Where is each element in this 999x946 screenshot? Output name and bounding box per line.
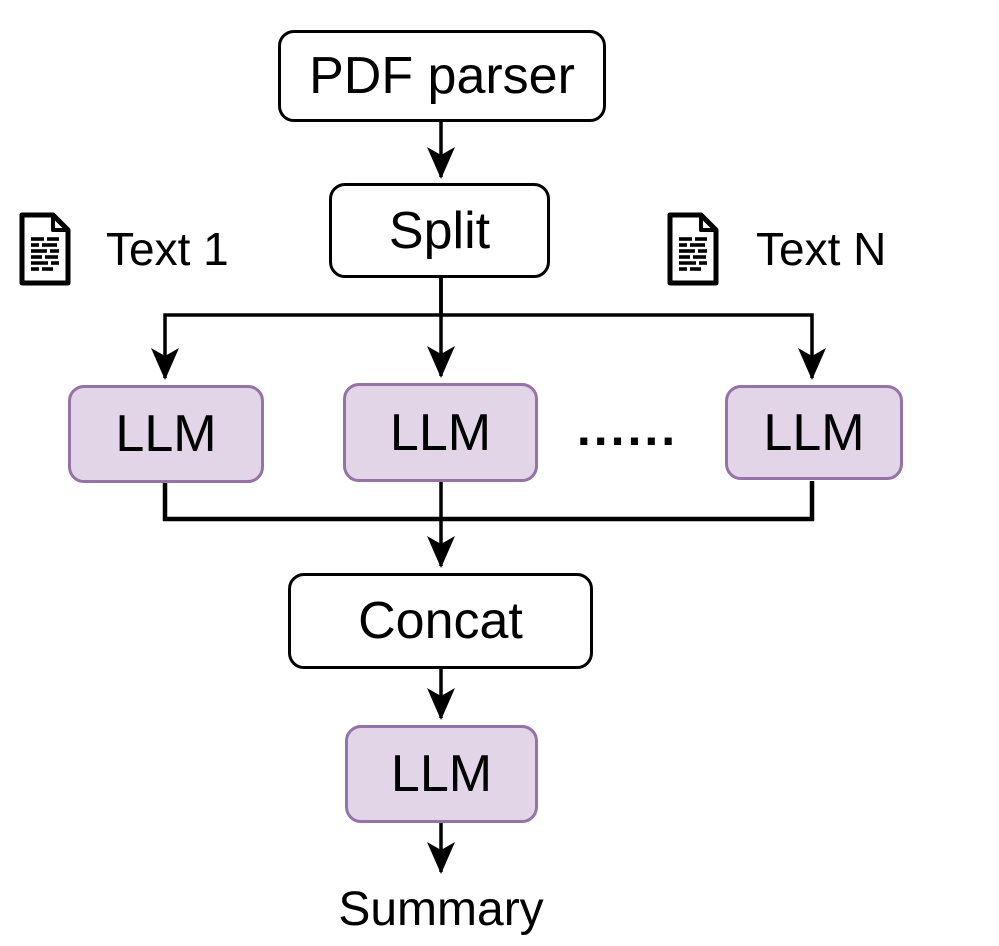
document-icon — [19, 212, 71, 286]
node-concat-label: Concat — [358, 592, 523, 650]
connector-split-to-llm1 — [151, 278, 443, 380]
node-split-label: Split — [388, 201, 491, 260]
node-llm-map-3-label: LLM — [763, 403, 865, 462]
node-concat: Concat — [288, 573, 593, 669]
node-split: Split — [329, 183, 550, 278]
node-llm-map-3: LLM — [725, 385, 903, 480]
document-icon — [667, 212, 719, 286]
node-llm-map-1: LLM — [68, 385, 264, 483]
text-1-label: Text 1 — [106, 223, 229, 275]
ellipsis-label: ...... — [576, 400, 679, 456]
summary-label: Summary — [338, 883, 544, 936]
connector-llm-merge-bus — [162, 481, 815, 522]
text-n-label: Text N — [756, 223, 887, 275]
node-llm-map-1-label: LLM — [115, 405, 217, 463]
connector-split-to-llm3 — [439, 278, 826, 380]
node-llm-map-2-label: LLM — [389, 403, 492, 462]
node-pdf-parser-label: PDF parser — [309, 47, 575, 105]
node-llm-map-2: LLM — [343, 383, 538, 482]
node-pdf-parser: PDF parser — [278, 30, 606, 122]
node-llm-reduce-label: LLM — [390, 745, 493, 803]
node-llm-reduce: LLM — [345, 725, 538, 823]
